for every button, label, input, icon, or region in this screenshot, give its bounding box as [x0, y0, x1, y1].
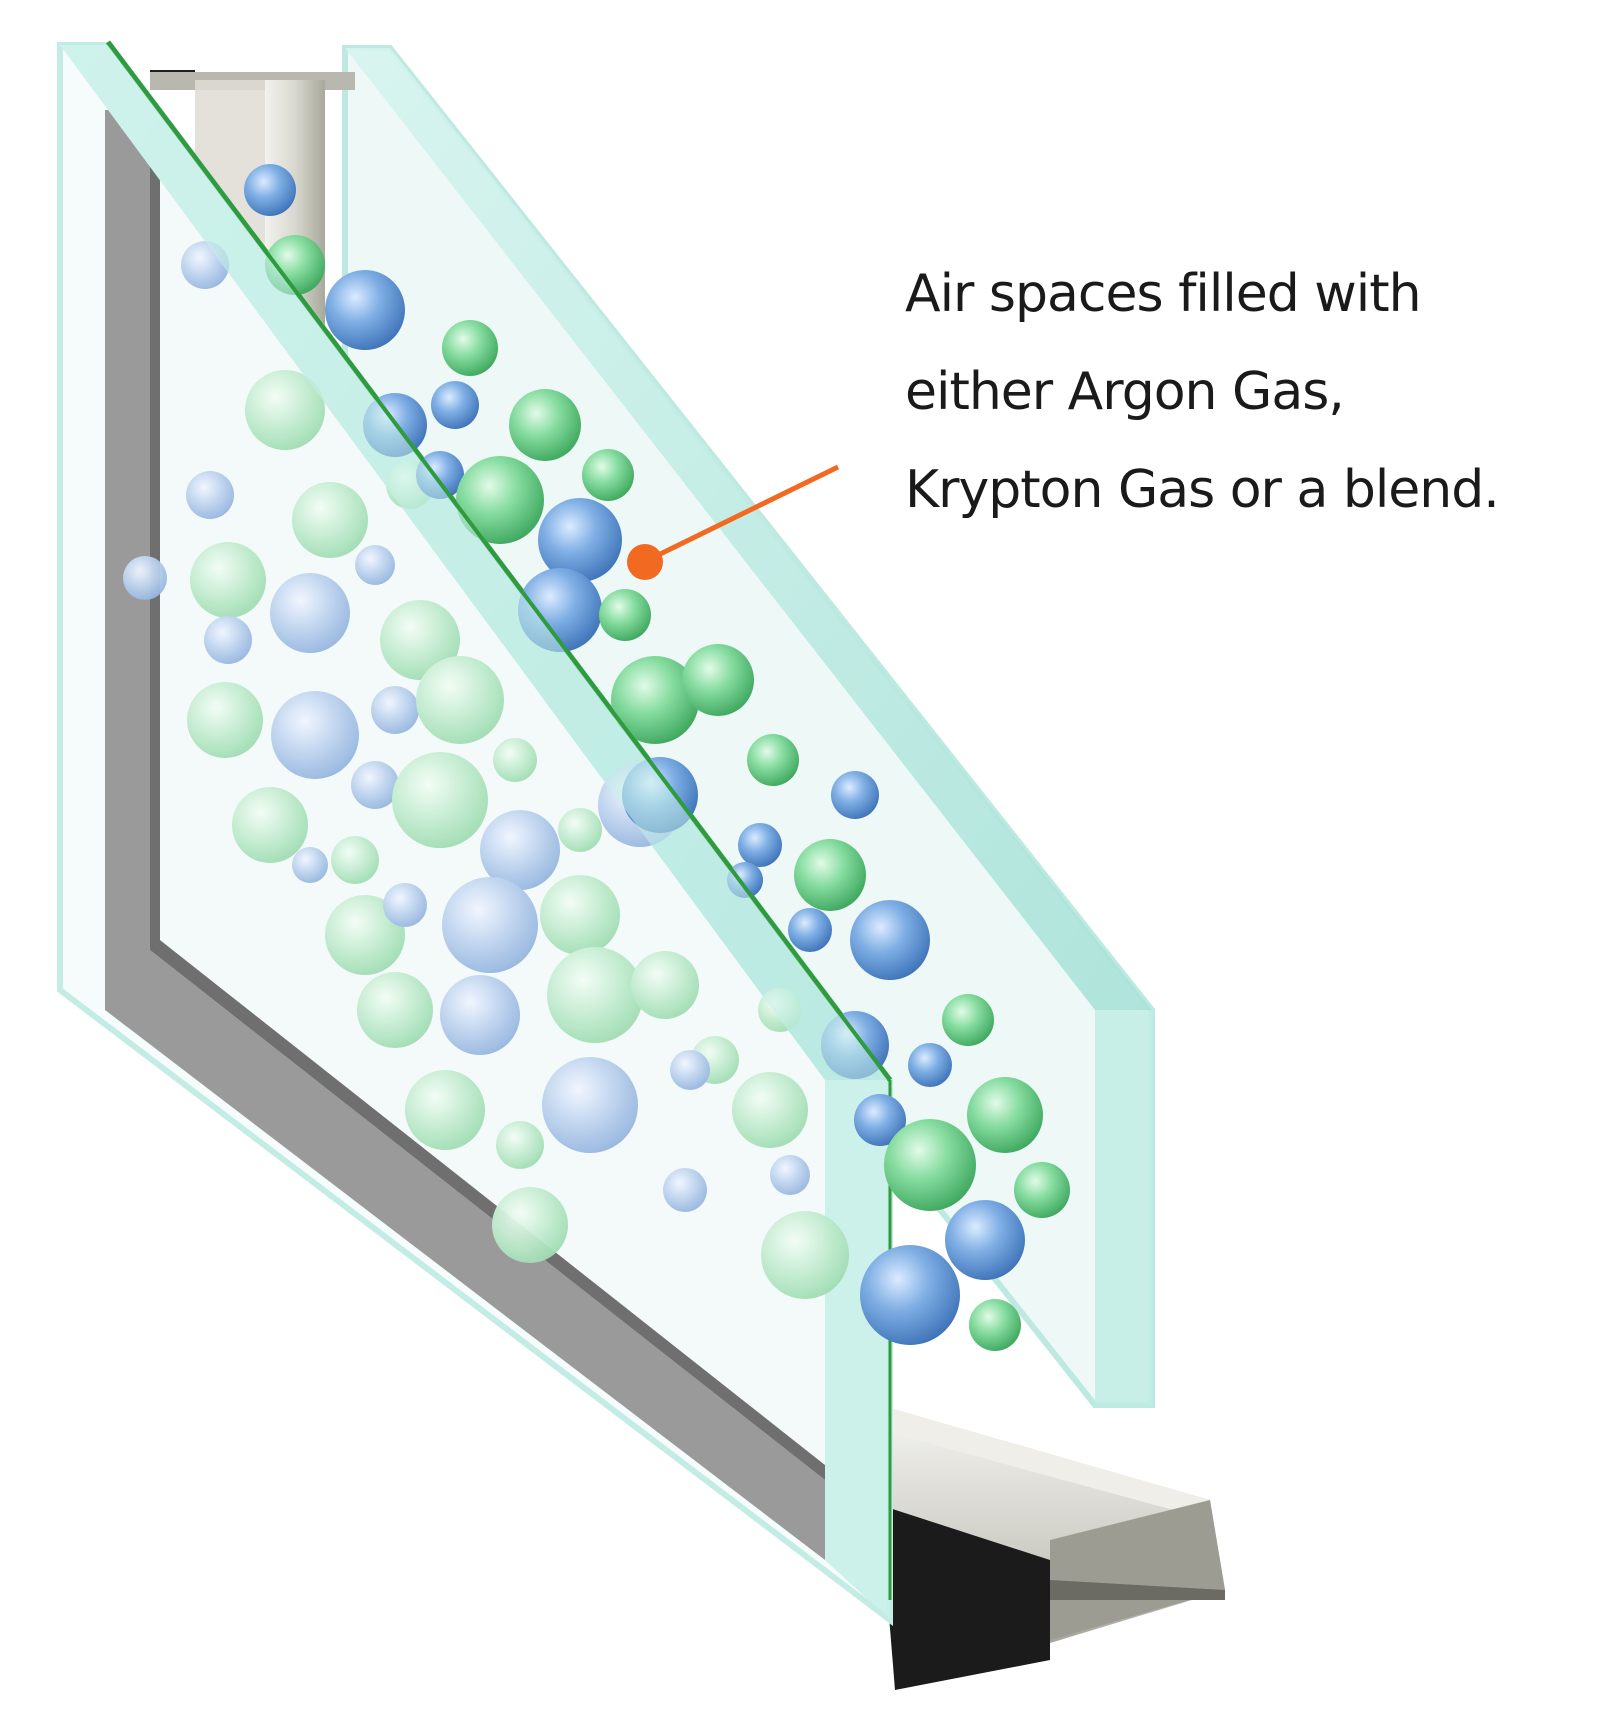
gas-bubbles-behind-glass — [123, 241, 849, 1299]
pointer-line — [646, 464, 840, 563]
callout-line-3: Krypton Gas or a blend. — [905, 460, 1500, 520]
front-glass-edge-overlay — [60, 45, 890, 1080]
callout-line-2: either Argon Gas, — [905, 362, 1345, 422]
pointer-dot — [627, 544, 663, 580]
callout-line-1: Air spaces filled with — [905, 264, 1422, 324]
callout-pointer — [627, 464, 840, 580]
callout-label: Air spaces filled with either Argon Gas,… — [905, 245, 1565, 539]
